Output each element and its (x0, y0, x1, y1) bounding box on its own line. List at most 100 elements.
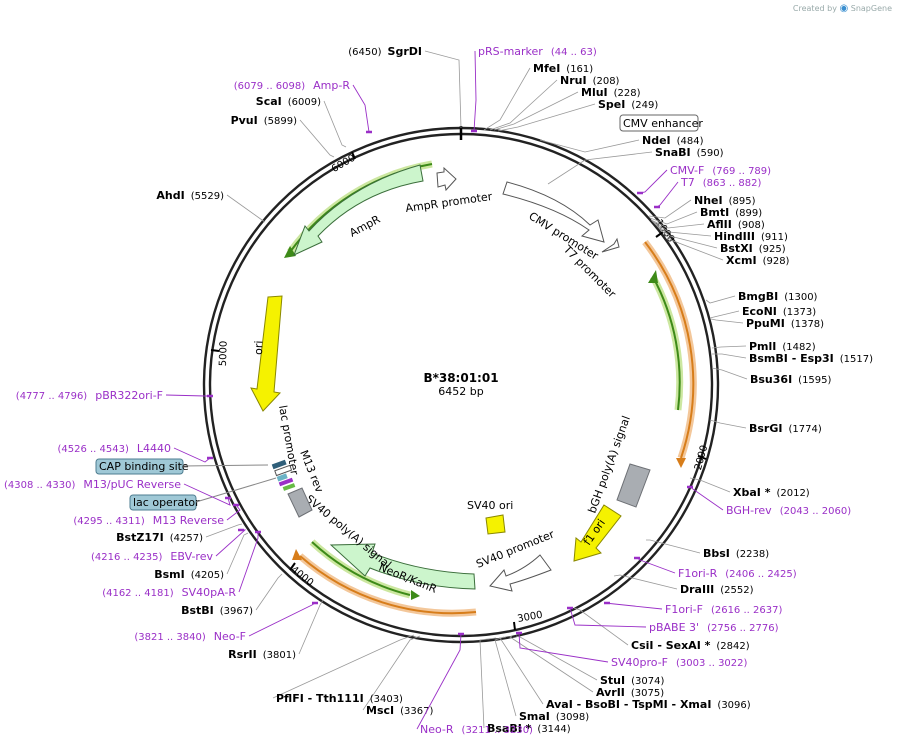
primer-f1ori-r[interactable]: F1ori-R(2406 .. 2425) (634, 556, 797, 580)
m13-rev-green-mark[interactable] (282, 483, 296, 491)
primer-name: pBABE 3' (649, 621, 699, 634)
primer-m13-reverse[interactable]: (4295 .. 4311)M13 Reverse (73, 503, 241, 527)
enzyme-site-spei[interactable]: SpeI(249) (497, 98, 658, 132)
enzyme-leader (539, 139, 640, 153)
enzyme-leader (712, 353, 747, 359)
primer-ebv-rev[interactable]: (4216 .. 4235)EBV-rev (91, 528, 247, 563)
primer-f1ori-f[interactable]: F1ori-F(2616 .. 2637) (604, 601, 782, 616)
primer-neo-f[interactable]: (3821 .. 3840)Neo-F (134, 601, 318, 643)
enzyme-site-stui[interactable]: StuI(3074) (515, 635, 664, 687)
primer-sv40pro-f[interactable]: SV40pro-F(3003 .. 3022) (516, 631, 748, 669)
enzyme-site-bbsi[interactable]: BbsI(2238) (646, 539, 769, 560)
primer-bgh-rev[interactable]: BGH-rev(2043 .. 2060) (687, 485, 851, 517)
enzyme-site-mfei[interactable]: MfeI(161) (483, 62, 593, 131)
sv40-polya-signal-box[interactable] (287, 487, 313, 518)
enzyme-position: (5899) (264, 116, 297, 127)
snapgene-brand: Created by ◉ SnapGene (793, 3, 892, 14)
enzyme-site-ahdi[interactable]: AhdI(5529) (156, 189, 266, 223)
enzyme-site-bstz17i[interactable]: BstZ17I(4257) (116, 523, 243, 544)
sv40-ori-label: SV40 ori (467, 499, 513, 512)
enzyme-site-ppumi[interactable]: PpuMI(1378) (710, 317, 824, 330)
sv40-promoter-arrow[interactable] (489, 554, 552, 592)
sv40-ori-box[interactable] (485, 514, 506, 535)
primer-position: (3003 .. 3022) (676, 658, 748, 669)
enzyme-site-csii-sexai[interactable]: CsiI - SexAI *(2842) (573, 607, 750, 652)
enzyme-site-bsmbi-esp3i[interactable]: BsmBI - Esp3I(1517) (712, 352, 873, 365)
primer-cmv-f[interactable]: CMV-F(769 .. 789) (637, 164, 771, 195)
enzyme-site-bmti[interactable]: BmtI(899) (649, 206, 762, 225)
enzyme-site-scai[interactable]: ScaI(6009) (256, 95, 347, 148)
enzyme-site-xbai[interactable]: XbaI *(2012) (689, 477, 810, 499)
enzyme-position: (895) (729, 196, 756, 207)
ampr-promoter-arrow[interactable] (436, 166, 457, 192)
primer-neo-r[interactable]: Neo-R(3211 .. 3230) (416, 632, 533, 736)
enzyme-site-bsrgi[interactable]: BsrGI(1774) (709, 419, 822, 435)
primer-m13-puc-reverse[interactable]: (4308 .. 4330)M13/pUC Reverse (4, 478, 231, 506)
enzyme-site-nrui[interactable]: NruI(208) (489, 74, 620, 131)
enzyme-position: (925) (759, 244, 786, 255)
enzyme-leader (689, 477, 731, 493)
primer-pbr322ori-f[interactable]: (4777 .. 4796)pBR322ori-F (16, 389, 213, 402)
lac-operator-box[interactable] (129, 494, 197, 511)
enzyme-position: (3967) (220, 606, 253, 617)
enzyme-site-hindiii[interactable]: HindIII(911) (651, 220, 788, 243)
enzyme-site-draiii[interactable]: DraIII(2552) (613, 574, 754, 596)
enzyme-position: (2012) (776, 488, 809, 499)
enzyme-label: BsmI(4205) (154, 568, 224, 581)
enzyme-site-rsrii[interactable]: RsrII(3801) (228, 599, 324, 661)
enzyme-site-bsmi[interactable]: BsmI(4205) (154, 532, 249, 581)
cmv-promoter-arrow[interactable] (502, 181, 605, 243)
enzyme-site-smai[interactable]: SmaI(3098) (494, 636, 589, 723)
lac-operator-mark[interactable] (276, 473, 288, 482)
primer-label: CMV-F(769 .. 789) (670, 164, 771, 177)
enzyme-site-pvui[interactable]: PvuI(5899) (231, 114, 335, 158)
primer-sv40pa-r[interactable]: (4162 .. 4181)SV40pA-R (102, 530, 261, 599)
primer-amp-r[interactable]: (6079 .. 6098)Amp-R (234, 79, 372, 134)
enzyme-site-pflfi-tth111i[interactable]: PflFI - Tth111I(3403) (272, 634, 415, 705)
enzyme-site-ndei[interactable]: NdeI(484) (539, 134, 704, 153)
enzyme-site-aflii[interactable]: AflII(908) (650, 218, 765, 231)
primer-prs-marker[interactable]: pRS-marker(44 .. 63) (471, 45, 597, 133)
enzyme-site-nhei[interactable]: NheI(895) (648, 194, 756, 219)
enzyme-site-xcmi[interactable]: XcmI(928) (653, 222, 790, 267)
cap-binding-site-mark[interactable] (271, 459, 287, 470)
primer-position: (6079 .. 6098) (234, 81, 306, 92)
enzyme-site-sgrdi[interactable]: (6450)SgrDI (348, 45, 462, 129)
enzyme-site-msci[interactable]: MscI(3367) (362, 635, 433, 717)
enzyme-site-bsabi[interactable]: BsaBI *(3144) (479, 637, 571, 735)
primer-pbabe-3[interactable]: pBABE 3'(2756 .. 2776) (567, 606, 779, 634)
bgh-polya-signal-box[interactable] (616, 463, 651, 508)
primer-l4440[interactable]: (4526 .. 4543)L4440 (57, 442, 213, 463)
enzyme-position: (484) (677, 136, 704, 147)
primer-name: pRS-marker (478, 45, 543, 58)
enzyme-site-bstbi[interactable]: BstBI(3967) (181, 573, 283, 617)
cds-arrow-top (284, 246, 296, 258)
enzyme-leader (226, 532, 249, 575)
enzyme-site-bmgbi[interactable]: BmgBI(1300) (705, 290, 818, 304)
f1-ori-arrow[interactable] (573, 504, 622, 562)
primer-leader (248, 602, 316, 637)
enzyme-leader (205, 523, 243, 538)
enzyme-site-pmli[interactable]: PmlI(1482) (711, 340, 816, 353)
enzyme-site-bstxi[interactable]: BstXI(925) (652, 221, 786, 255)
primer-t7[interactable]: T7(863 .. 882) (654, 176, 762, 209)
t7-promoter-arrow[interactable] (601, 237, 620, 253)
lac-promoter-mark[interactable] (274, 464, 293, 477)
cmv-enhancer-box[interactable] (619, 114, 699, 132)
enzyme-site-econi[interactable]: EcoNI(1373) (709, 305, 816, 319)
primer-label: SV40pro-F(3003 .. 3022) (611, 656, 748, 669)
enzyme-site-bsu36i[interactable]: Bsu36I(1595) (711, 367, 832, 386)
enzyme-site-avrii[interactable]: AvrII(3075) (509, 635, 664, 699)
enzyme-site-mlui[interactable]: MluI(228) (493, 86, 641, 131)
neor-kanr-arrow[interactable] (329, 543, 476, 590)
enzyme-label: NdeI(484) (642, 134, 704, 147)
enzyme-position: (3801) (263, 650, 296, 661)
enzyme-label: HindIII(911) (714, 230, 788, 243)
ori-arrow[interactable] (250, 295, 283, 412)
enzyme-site-avai-bsobi-tspmi-xmai[interactable]: AvaI - BsoBI - TspMI - XmaI(3096) (499, 636, 751, 711)
m13-rev-mark[interactable] (278, 477, 294, 487)
enzyme-name: BstZ17I (116, 531, 164, 544)
enzyme-site-snabi[interactable]: SnaBI(590) (547, 146, 724, 185)
ampr-arrow[interactable] (293, 164, 424, 256)
cap-binding-site-box[interactable] (95, 458, 184, 475)
